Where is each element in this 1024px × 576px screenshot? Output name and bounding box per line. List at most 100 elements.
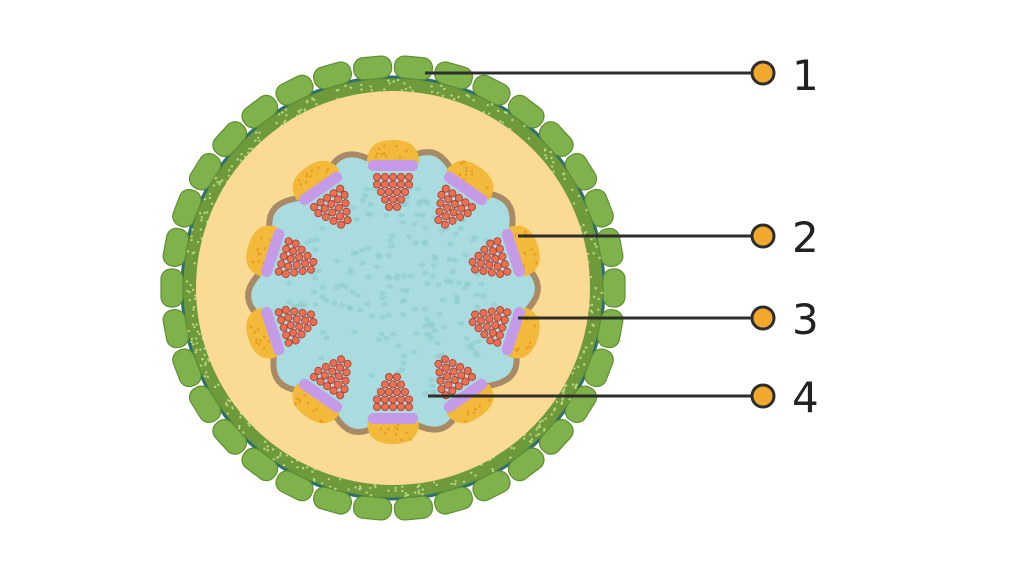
callout-4-number: 4 — [792, 373, 819, 422]
xylem-vessel — [486, 336, 495, 345]
pith-cell — [427, 335, 435, 341]
pith-cell — [383, 212, 390, 218]
xylem-vessel — [488, 328, 497, 337]
hypodermis-dot — [403, 82, 406, 85]
epidermis-cell — [162, 308, 190, 349]
xylem-vessel — [301, 259, 310, 268]
hypodermis-dot — [204, 371, 208, 374]
hypodermis-dot — [400, 89, 404, 92]
xylem-vessel — [341, 376, 350, 385]
phloem-cell — [382, 151, 386, 155]
hypodermis-dot — [453, 483, 457, 486]
cambium — [298, 171, 343, 206]
epidermis-cell — [393, 495, 434, 521]
hypodermis-dot — [210, 202, 214, 205]
hypodermis-dot — [208, 192, 211, 196]
hypodermis-dot — [203, 353, 206, 357]
epidermis-cell — [188, 385, 222, 424]
phloem-cell — [405, 149, 408, 153]
pith-cell — [443, 278, 451, 284]
pith-cell — [423, 316, 431, 322]
hypodermis-dot — [264, 440, 267, 444]
phloem-cell — [325, 170, 328, 174]
hypodermis-dot — [226, 412, 229, 415]
pith-cell — [388, 243, 395, 249]
phloem-cell — [533, 324, 537, 328]
phloem — [246, 225, 278, 277]
hypodermis-dot — [523, 124, 526, 128]
callout-4: 4 — [428, 373, 819, 422]
epidermis-cell — [275, 74, 314, 106]
pith-cell — [359, 247, 366, 253]
pith-cell — [407, 273, 415, 279]
phloem-cell — [262, 335, 266, 339]
hypodermis-texture — [185, 78, 603, 498]
pith-cell — [331, 300, 338, 306]
xylem-vessel — [335, 212, 344, 221]
hypodermis-dot — [338, 478, 342, 481]
vascular-bundle — [246, 305, 318, 359]
hypodermis-dot — [239, 159, 243, 162]
phloem-cell — [295, 397, 299, 401]
pith-cell — [400, 360, 407, 366]
xylem-vessel — [343, 359, 352, 368]
hypodermis-dot — [572, 202, 576, 205]
hypodermis-dot — [208, 196, 212, 199]
hypodermis-dot — [535, 434, 538, 437]
hypodermis-dot — [510, 446, 513, 450]
epidermis-cell — [472, 74, 511, 106]
hypodermis-dot — [254, 139, 257, 142]
xylem-vessel — [404, 173, 413, 181]
hypodermis-dot — [199, 348, 202, 351]
xylem-vessel — [327, 199, 336, 208]
hypodermis-dot — [301, 466, 305, 470]
epidermis-cell — [538, 121, 574, 158]
hypodermis-dot — [450, 94, 453, 97]
pith-cell — [430, 262, 438, 268]
xylem-vessel — [385, 187, 393, 196]
hypodermis-dot — [365, 491, 368, 494]
pith-cell — [359, 261, 366, 267]
pith-cell — [474, 272, 481, 278]
xylem-vessel — [468, 318, 477, 327]
xylem-vessel — [381, 395, 389, 404]
hypodermis-dot — [203, 347, 206, 350]
hypodermis-dot — [544, 154, 547, 157]
xylem-vessel — [405, 395, 414, 404]
vascular-bundle — [468, 225, 540, 279]
hypodermis-dot — [257, 136, 260, 140]
hypodermis-dot — [388, 82, 391, 85]
pith-texture — [281, 181, 501, 403]
xylem-vessel — [449, 367, 458, 376]
pith-cell — [319, 294, 326, 300]
pith-cell — [379, 295, 386, 301]
phloem-cell — [517, 347, 520, 350]
hypodermis-dot — [579, 356, 582, 360]
pith-cell — [386, 284, 394, 290]
xylem-vessel — [333, 195, 342, 204]
hypodermis-dot — [401, 485, 404, 488]
phloem — [446, 160, 494, 201]
pith-cell — [323, 335, 330, 341]
pith-cell — [400, 312, 407, 318]
pith-cell — [413, 330, 420, 336]
hypodermis-dot — [296, 466, 299, 469]
phloem-cell — [379, 427, 383, 431]
hypodermis-dot — [344, 84, 347, 88]
hypodermis-dot — [527, 137, 531, 140]
hypodermis-dot — [189, 283, 192, 287]
hypodermis-dot — [574, 386, 577, 390]
hypodermis-dot — [299, 108, 303, 112]
hypodermis-dot — [404, 492, 408, 495]
pith-cell — [354, 293, 361, 298]
pith-cell — [351, 329, 358, 335]
phloem-cell — [530, 248, 534, 251]
hypodermis-dot — [552, 170, 555, 173]
xylem-vessel — [389, 403, 397, 411]
hypodermis-dot — [487, 112, 491, 115]
hypodermis-dot — [555, 400, 559, 404]
phloem-cell — [259, 339, 263, 343]
phloem-cell — [394, 144, 398, 148]
pith-cell — [457, 226, 464, 231]
xylem-vessel — [449, 208, 458, 217]
